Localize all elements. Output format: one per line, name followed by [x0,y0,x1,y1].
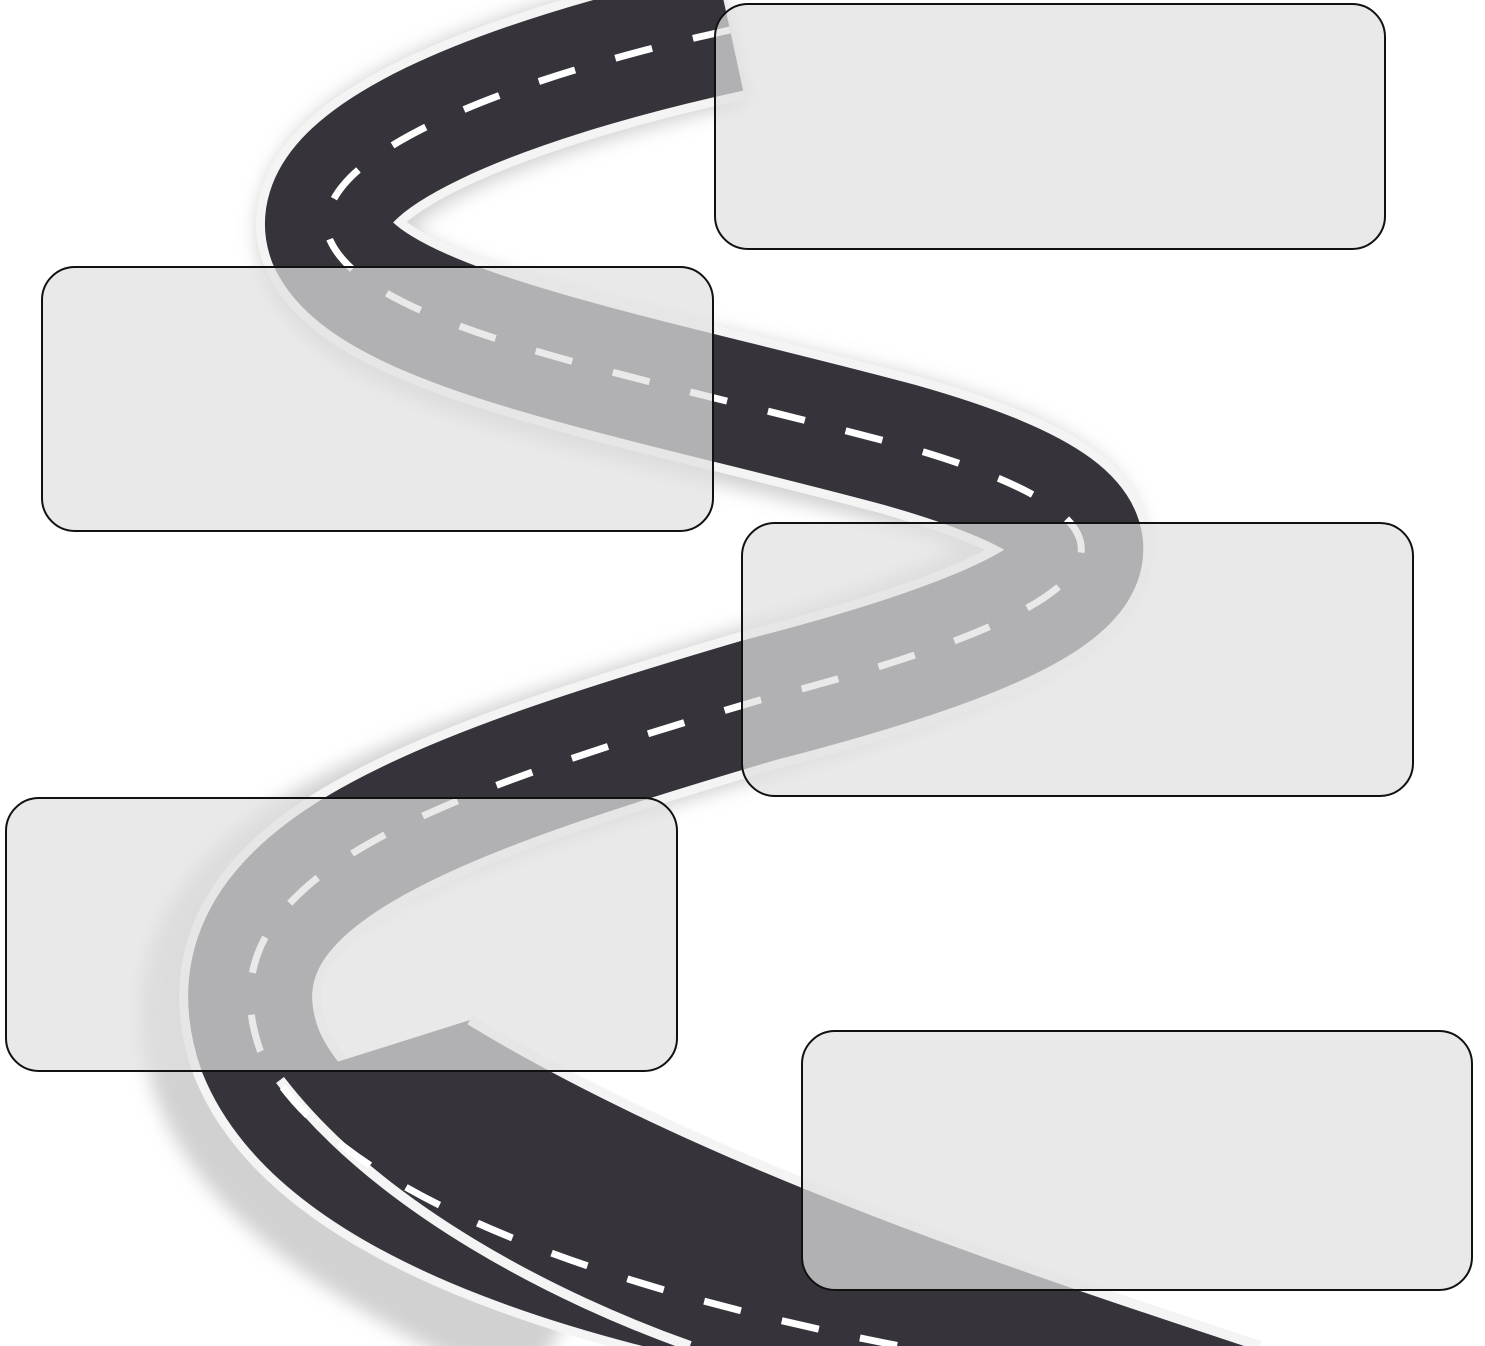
stage-box-4 [5,797,678,1072]
stage-box-2 [41,266,714,532]
stage-box-3 [741,522,1414,797]
stage-box-1 [714,3,1386,250]
stage-box-5 [801,1030,1473,1291]
